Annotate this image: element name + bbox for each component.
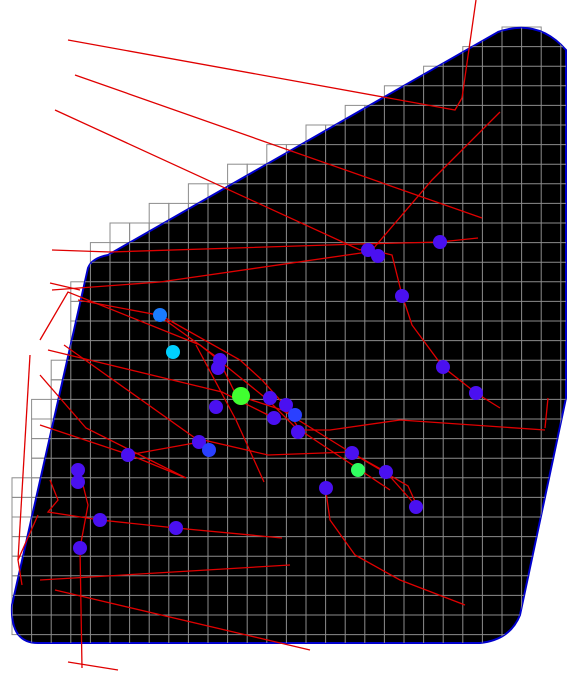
red-line [324,484,466,606]
grid-cell [109,222,131,244]
red-line [67,661,119,671]
point-marker [71,463,85,477]
point-marker [351,463,365,477]
point-markers [71,235,483,555]
red-line [63,344,419,509]
point-marker [436,360,450,374]
point-marker [202,443,216,457]
red-line [544,397,549,429]
point-marker [279,398,293,412]
point-marker [211,361,225,375]
red-line [47,349,269,416]
point-marker [267,411,281,425]
red-line [46,479,283,539]
red-line [17,354,31,561]
point-marker [395,289,409,303]
point-marker [166,345,180,359]
point-marker [232,387,250,405]
red-line [371,111,501,251]
grid-cell [148,202,170,224]
red-line [67,0,477,111]
point-marker [73,541,87,555]
point-marker [371,249,385,263]
point-marker [192,435,206,449]
red-line [39,291,546,431]
point-marker [433,235,447,249]
point-marker [153,308,167,322]
point-marker [409,500,423,514]
red-line [77,299,419,509]
red-line [51,251,369,291]
dark-region [10,26,567,644]
point-marker [71,475,85,489]
point-marker [121,448,135,462]
red-line [39,374,187,479]
grid-cell [31,418,52,440]
red-line [39,564,291,581]
point-marker [288,408,302,422]
red-line [51,237,479,253]
red-line [17,514,39,586]
point-marker [319,481,333,495]
point-marker [169,521,183,535]
red-line [195,344,265,483]
grid-cell [31,398,52,420]
point-marker [263,391,277,405]
point-marker [209,400,223,414]
red-line [54,589,311,651]
point-marker [379,465,393,479]
point-marker [345,446,359,460]
red-line [49,282,81,291]
red-line [74,74,483,219]
point-marker [469,386,483,400]
point-marker [93,513,107,527]
red-line [127,441,201,456]
point-marker [291,425,305,439]
